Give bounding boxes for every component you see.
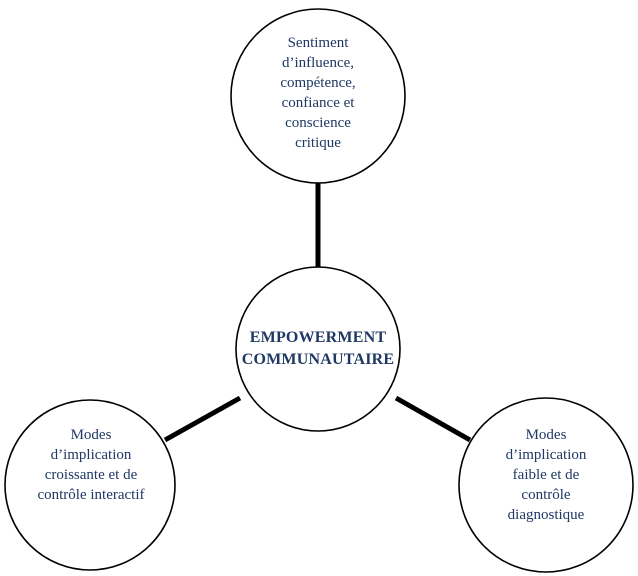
node-right-circle (458, 397, 634, 573)
node-top-circle (230, 8, 406, 184)
node-top-label: Sentiment d’influence, compétence, confi… (280, 35, 356, 151)
node-right-label: Modes d’implication faible et de contrôl… (505, 427, 587, 523)
node-left-label: Modes d’implication croissante et de con… (37, 427, 145, 503)
node-left-circle (4, 399, 176, 571)
connector-left (163, 395, 242, 443)
connector-right (394, 395, 472, 443)
center-circle (235, 266, 401, 432)
center-label: EMPOWERMENT COMMUNAUTAIRE (241, 329, 395, 368)
